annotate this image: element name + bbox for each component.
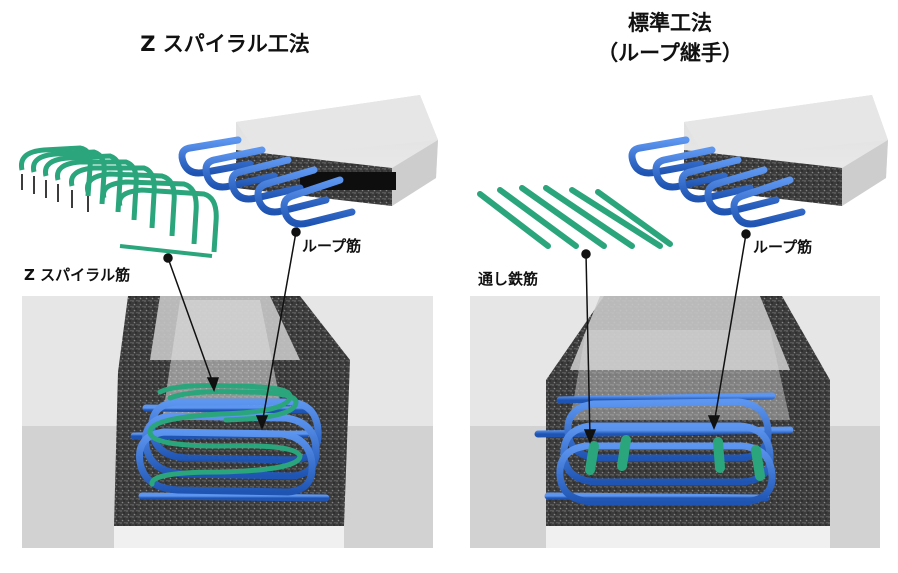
through-rebar-group (477, 185, 673, 249)
title-z-spiral-method: Z スパイラル工法 (140, 32, 310, 56)
label-loop-rebar-left: ループ筋 (302, 237, 362, 255)
z-spiral-rebar-coil (18, 145, 219, 258)
label-through-rebar: 通し鉄筋 (478, 270, 539, 288)
title-standard-line2: （ループ継手） (597, 41, 743, 65)
loop-rebar-right-group (628, 136, 806, 228)
title-standard-line1: 標準工法 (628, 11, 712, 35)
label-z-spiral-rebar: Z スパイラル筋 (24, 266, 131, 284)
joint-rebars-left (130, 383, 330, 502)
loop-rebar-left-group (178, 136, 356, 228)
label-loop-rebar-right: ループ筋 (753, 238, 813, 256)
title-standard-method: 標準工法 （ループ継手） (560, 8, 780, 68)
callout-pointers (163, 227, 751, 444)
slab-top-left (236, 95, 438, 206)
joint-rebars-right (534, 392, 794, 506)
joint-block-right (470, 296, 880, 548)
